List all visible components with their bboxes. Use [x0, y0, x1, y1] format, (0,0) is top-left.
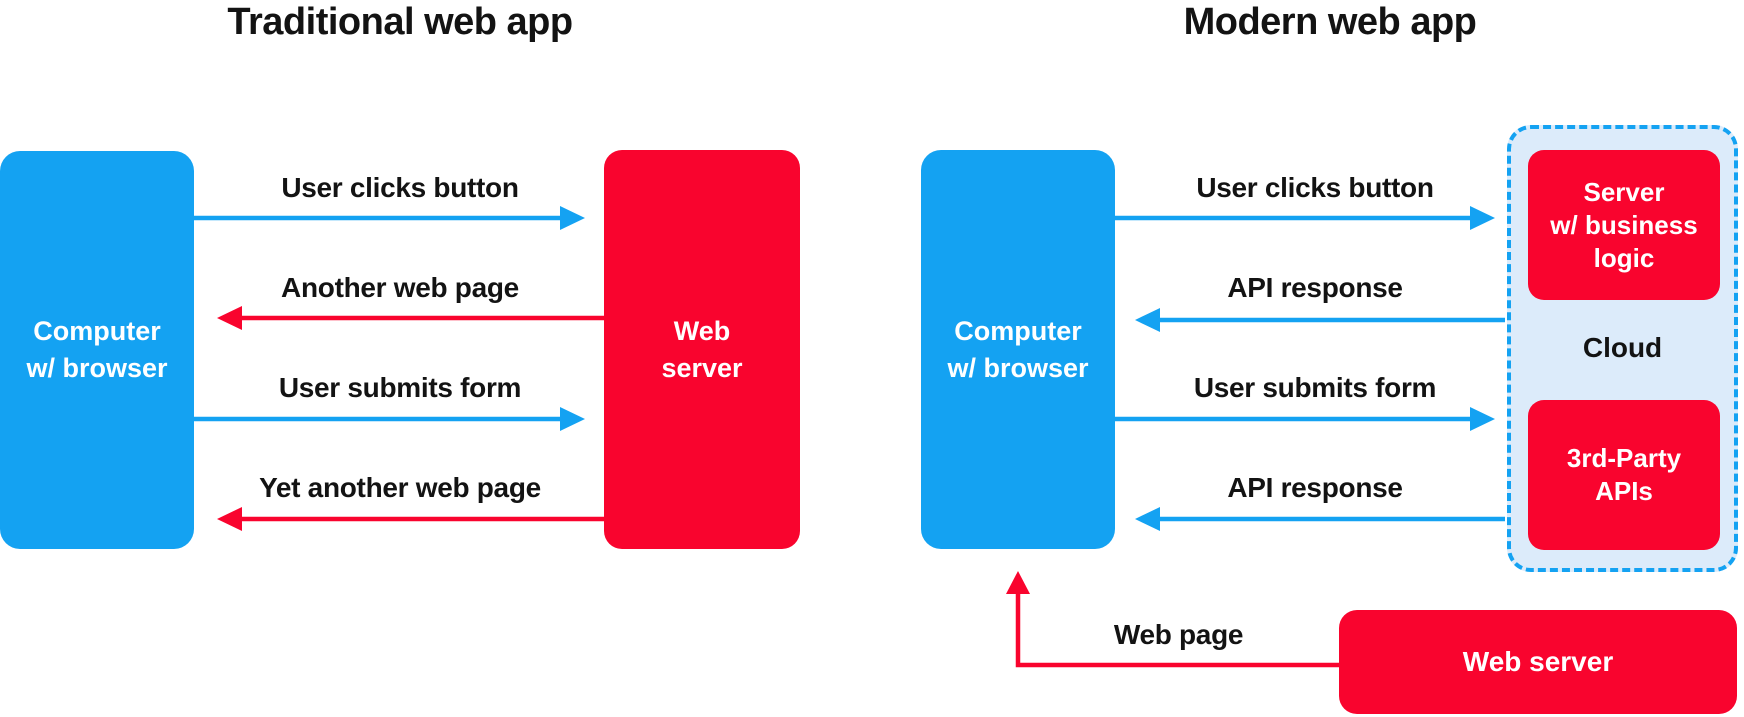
arrowhead-left-icon [1135, 308, 1160, 332]
left-arrow-user-submits-form [193, 407, 585, 431]
left-arrow-label-user-clicks-button: User clicks button [281, 172, 519, 203]
left-arrow-label-another-web-page: Another web page [281, 272, 519, 303]
left-web-server-box-label: Web server [661, 315, 743, 383]
right-arrow-user-submits-form [1115, 407, 1495, 431]
third-party-apis-box-label: 3rd-Party APIs [1566, 443, 1682, 506]
bottom-web-server-box-label: Web server [1462, 646, 1614, 677]
left-arrow-another-web-page [217, 306, 606, 330]
right-arrow-label-user-clicks-button: User clicks button [1196, 172, 1434, 203]
left-arrow-label-yet-another-web-page: Yet another web page [259, 472, 541, 503]
right-client-box: Computer w/ browser [921, 150, 1115, 549]
left-client-box-label: Computer w/ browser [26, 316, 168, 383]
third-party-apis-box: 3rd-Party APIs [1528, 400, 1720, 550]
arrowhead-right-icon [560, 206, 585, 230]
cloud-label: Cloud [1582, 332, 1663, 363]
left-web-server-box: Web server [604, 150, 800, 549]
arrowhead-right-icon [1470, 206, 1495, 230]
right-arrow-label-api-response-1: API response [1227, 272, 1403, 303]
right-client-box-label: Computer w/ browser [947, 315, 1089, 383]
left-arrow-user-clicks-button [193, 206, 585, 230]
arrowhead-up-icon [1006, 571, 1030, 594]
right-arrow-api-response-1 [1135, 308, 1505, 332]
left-arrow-label-user-submits-form: User submits form [278, 372, 522, 403]
right-arrow-label-api-response-2: API response [1227, 472, 1403, 503]
left-arrow-yet-another-web-page [217, 507, 606, 531]
right-arrow-user-clicks-button [1115, 206, 1495, 230]
left-client-box: Computer w/ browser [0, 151, 194, 549]
right-arrow-api-response-2 [1135, 507, 1505, 531]
arrowhead-right-icon [1470, 407, 1495, 431]
arrowhead-left-icon [217, 306, 242, 330]
business-logic-server-box: Server w/ business logic [1528, 150, 1720, 300]
cloud-container: Server w/ business logic Cloud 3rd-Party… [1507, 125, 1738, 572]
left-diagram-title: Traditional web app [227, 1, 573, 43]
bottom-web-server-box: Web server [1339, 610, 1737, 714]
arrowhead-left-icon [1135, 507, 1160, 531]
right-arrow-label-user-submits-form: User submits form [1193, 372, 1437, 403]
right-diagram-title: Modern web app [1183, 1, 1477, 43]
business-logic-server-box-label: Server w/ business logic [1550, 176, 1698, 273]
arrowhead-left-icon [217, 507, 242, 531]
arrowhead-right-icon [560, 407, 585, 431]
web-page-arrow-label: Web page [1113, 619, 1244, 650]
